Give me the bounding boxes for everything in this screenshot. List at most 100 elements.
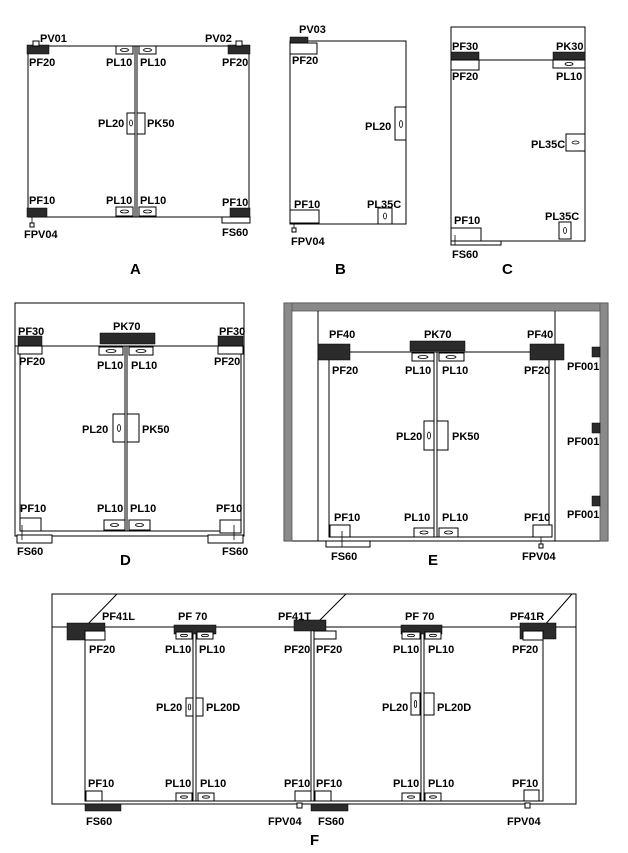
pf40-fitting [317, 343, 351, 361]
hinge-slot [120, 209, 129, 214]
pf10-fitting [219, 519, 242, 534]
pf41t-fitting [293, 619, 327, 632]
diagram-e: PF40 PK70 PF40 PF20 PF20 PL10 PL10 PF001… [283, 302, 609, 569]
pl10-hinge [196, 631, 214, 640]
label-fpv04: FPV04 [522, 551, 557, 563]
label-pl20: PL20 [98, 118, 124, 130]
hinge-slot [135, 349, 147, 353]
label-pl10: PL10 [199, 644, 225, 656]
hinge-slot [105, 349, 117, 353]
pl20-handle [112, 413, 126, 443]
label-pf10: PF10 [316, 778, 342, 790]
pk50-handle [126, 413, 140, 443]
hinge-slot [429, 633, 437, 638]
handle-slot [427, 431, 431, 440]
label-fs60: FS60 [86, 816, 112, 828]
label-pl10: PL10 [442, 365, 468, 377]
label-pl10: PL10 [131, 360, 157, 372]
hinge-slot [143, 209, 152, 214]
pl10-hinge [128, 346, 154, 356]
label-pl35c: PL35C [531, 139, 565, 151]
label-pl20d: PL20D [437, 702, 471, 714]
label-pk70: PK70 [424, 329, 452, 341]
label-pf20: PF20 [284, 644, 310, 656]
label-pf20: PF20 [452, 71, 478, 83]
pl10-hinge [401, 631, 421, 640]
fs60-seal [325, 540, 371, 548]
label-fs60: FS60 [452, 249, 478, 261]
fs60-seal [450, 240, 502, 246]
pl35c-lock [558, 221, 572, 240]
hinge-slot [407, 795, 415, 799]
label-pl35c: PL35C [545, 211, 579, 223]
label-pl20: PL20 [365, 121, 391, 133]
pf10-fitting [532, 524, 553, 538]
label-pf10: PF10 [524, 512, 550, 524]
label-pf20: PF20 [222, 57, 248, 69]
label-pf001: PF001 [567, 436, 599, 448]
hinge-slot [419, 530, 429, 535]
label-pv01: PV01 [40, 33, 67, 45]
label-pf10: PF10 [88, 778, 114, 790]
label-pl10: PL10 [405, 365, 431, 377]
pl10-hinge [175, 631, 193, 640]
label-pl10: PL10 [556, 71, 582, 83]
pk70-fitting [99, 332, 156, 345]
pl35c-lock [377, 207, 393, 225]
wall-top [283, 302, 609, 312]
label-pv03: PV03 [299, 24, 326, 36]
pl10-hinge [115, 45, 134, 55]
label-pf10: PF10 [284, 778, 310, 790]
label-pl10: PL10 [106, 195, 132, 207]
diagram-d: PK70 PF30 PF30 PF20 PF20 PL10 PL10 PL20 … [14, 302, 248, 569]
label-pl20: PL20 [82, 424, 108, 436]
label-pl10: PL10 [393, 778, 419, 790]
pl10-hinge [424, 792, 442, 802]
glass-diagonal [542, 593, 573, 628]
label-pf20: PF20 [512, 644, 538, 656]
label-pl20: PL20 [382, 702, 408, 714]
label-pf10: PF10 [294, 199, 320, 211]
label-pk50: PK50 [142, 424, 170, 436]
label-fs60: FS60 [318, 816, 344, 828]
pf10-fitting [314, 790, 332, 802]
pl20d-handle [423, 692, 435, 716]
label-pl10: PL10 [106, 57, 132, 69]
pk50-handle [136, 112, 146, 135]
label-pl10: PL10 [393, 644, 419, 656]
pf20-fitting [17, 345, 43, 355]
label-fpv04: FPV04 [291, 236, 326, 248]
label-pf30: PF30 [452, 41, 478, 53]
pl10-hinge [411, 352, 435, 362]
label-pl10: PL10 [428, 644, 454, 656]
label-pl20: PL20 [396, 431, 422, 443]
pk70-fitting [409, 340, 466, 352]
pf10-fitting [294, 790, 312, 802]
pf10-fitting [329, 524, 351, 538]
pk50-handle [436, 420, 449, 451]
hinge-slot [135, 523, 144, 527]
pf30-fitting [450, 51, 480, 61]
pl10-hinge [552, 59, 586, 69]
label-pk70: PK70 [113, 321, 141, 333]
diagram-a: PV01 PV02 PF20 PF20 PL10 PL10 PL20 PK50 … [24, 33, 251, 278]
pf001-fitting [591, 495, 601, 507]
label-pk50: PK50 [452, 431, 480, 443]
handle-slot [117, 424, 121, 432]
label-pl10: PL10 [140, 57, 166, 69]
hinge-slot [180, 633, 188, 638]
pl10-hinge [401, 792, 421, 802]
fpv04-pin [291, 227, 297, 233]
pv02-fitting [235, 40, 243, 47]
label-pf20: PF20 [89, 644, 115, 656]
label-pf10: PF10 [29, 195, 55, 207]
lock-slot [383, 212, 387, 220]
pl20-handle [423, 420, 435, 451]
label-pl10: PL10 [428, 778, 454, 790]
pf70-fitting [173, 624, 217, 635]
label-pl10: PL10 [140, 195, 166, 207]
pf10-fitting [229, 207, 251, 218]
label-pf20: PF20 [292, 55, 318, 67]
lock-slot [563, 227, 567, 234]
label-pf20: PF20 [316, 644, 342, 656]
